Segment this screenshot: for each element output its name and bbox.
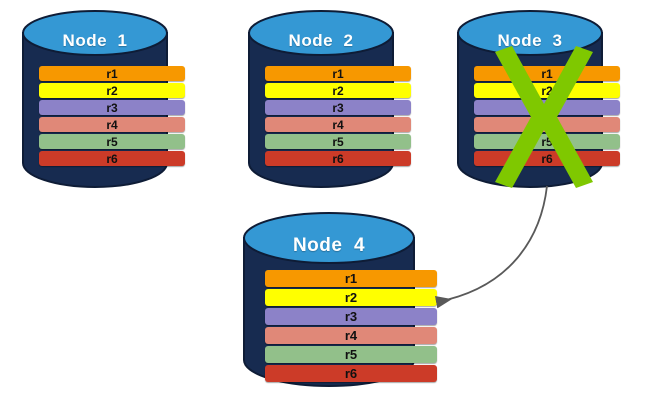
data-row: r2 (265, 289, 437, 306)
node-4-rows: r1 r2 r3 r4 r5 r6 (243, 270, 459, 382)
node-3-rows: r1 r2 r3 r4 r5 r6 (457, 66, 637, 166)
data-row: r6 (474, 151, 620, 166)
data-row: r5 (265, 134, 411, 149)
data-row: r5 (39, 134, 185, 149)
data-row: r1 (474, 66, 620, 81)
data-row: r4 (39, 117, 185, 132)
data-row: r3 (265, 308, 437, 325)
data-row: r2 (265, 83, 411, 98)
data-row: r5 (474, 134, 620, 149)
data-row: r1 (265, 270, 437, 287)
data-row: r1 (39, 66, 185, 81)
node-2-rows: r1 r2 r3 r4 r5 r6 (248, 66, 428, 166)
data-row: r3 (265, 100, 411, 115)
data-row: r6 (265, 151, 411, 166)
data-row: r3 (474, 100, 620, 115)
data-row: r4 (265, 117, 411, 132)
data-row: r2 (474, 83, 620, 98)
data-row: r3 (39, 100, 185, 115)
data-row: r4 (265, 327, 437, 344)
data-row: r1 (265, 66, 411, 81)
node-1-rows: r1 r2 r3 r4 r5 r6 (22, 66, 202, 166)
data-row: r6 (39, 151, 185, 166)
data-row: r4 (474, 117, 620, 132)
data-row: r6 (265, 365, 437, 382)
data-row: r2 (39, 83, 185, 98)
data-row: r5 (265, 346, 437, 363)
